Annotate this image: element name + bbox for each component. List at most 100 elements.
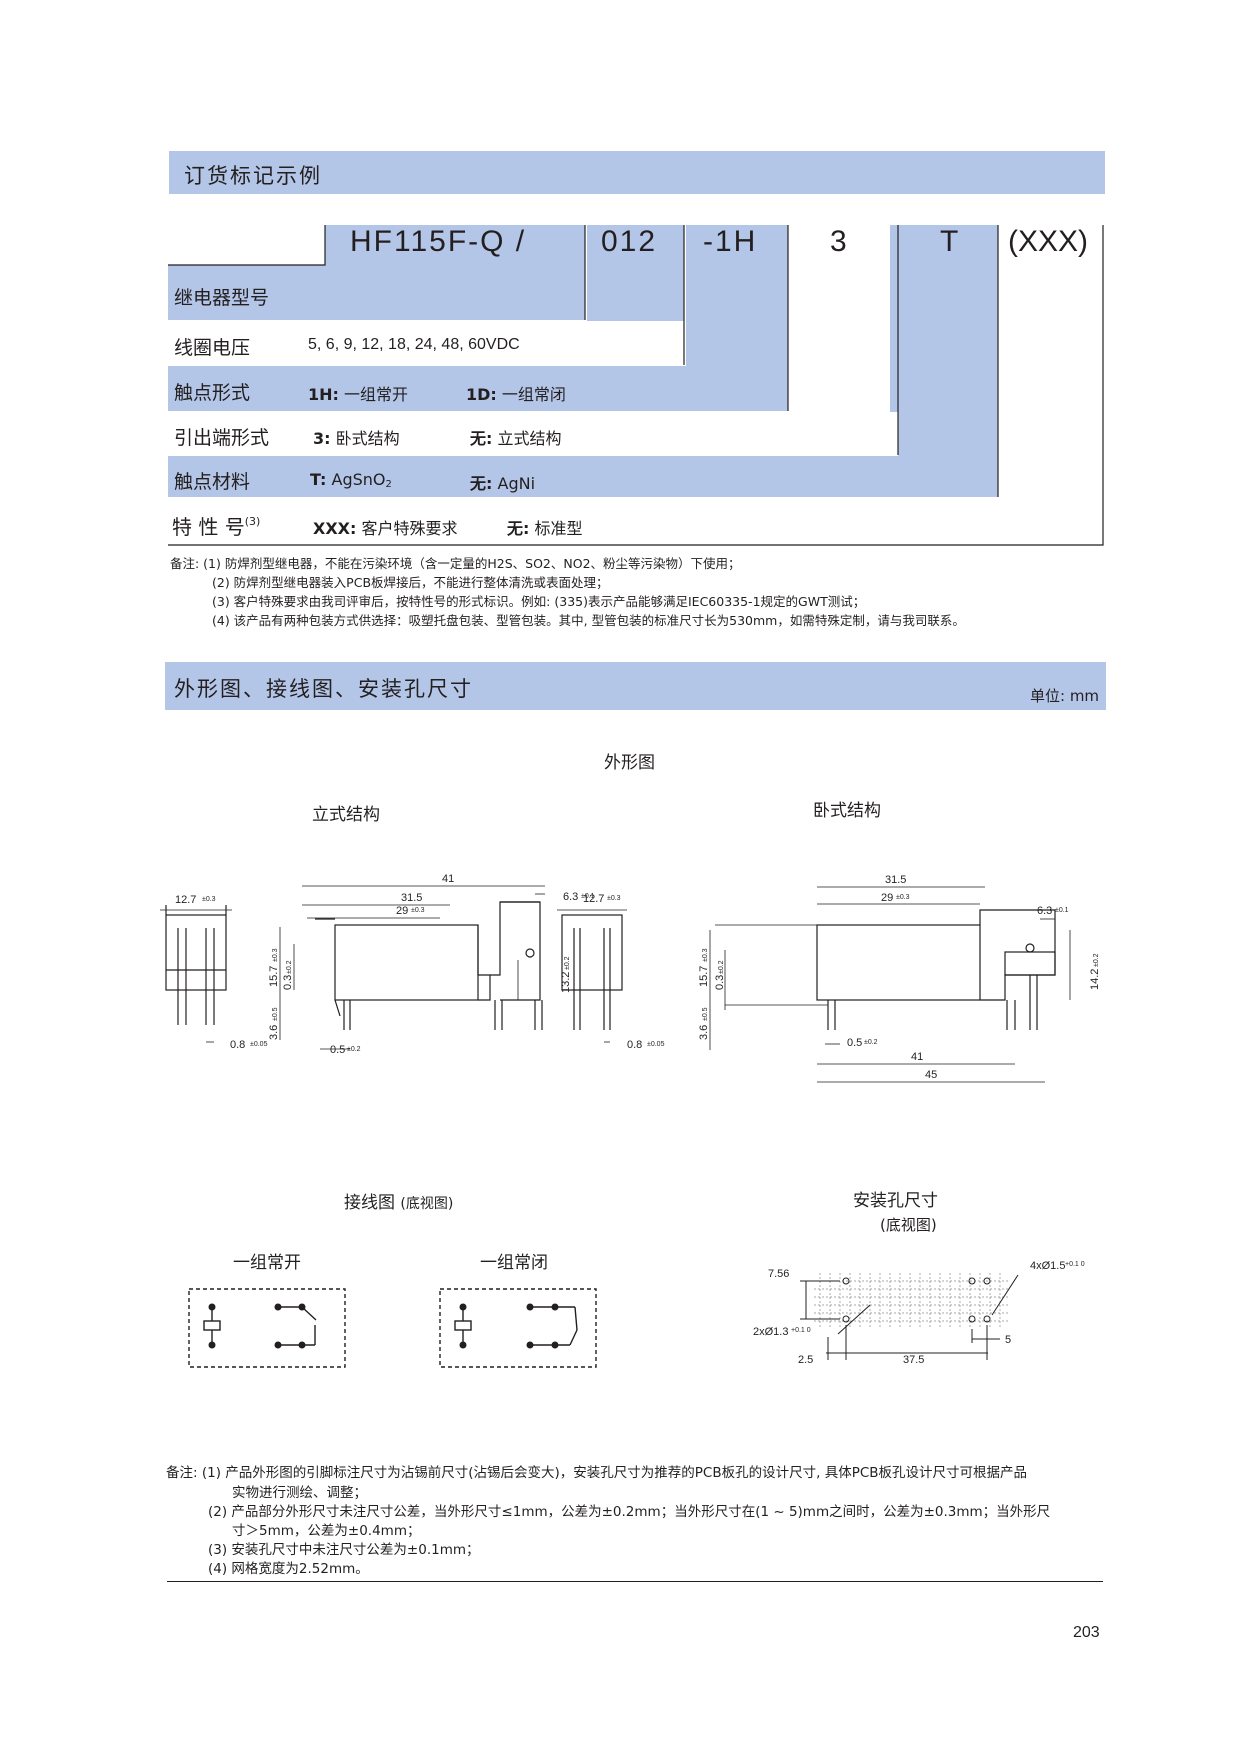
horizontal-title: 卧式结构 [813, 801, 881, 821]
h-pin-w-tol: ±0.2 [864, 1039, 878, 1046]
h-tab: 6.3 [1037, 905, 1052, 917]
h-h-body: 15.7 [698, 966, 710, 987]
h-tab-tol: ±0.1 [1055, 907, 1069, 914]
dim-note-3: (3) 安装孔尺寸中未注尺寸公差为±0.1mm； [208, 1542, 480, 1558]
v-tab: 6.3 [563, 891, 578, 903]
mount-small-holes: 2xØ1.3 [753, 1326, 788, 1338]
v-pin-len-tol: ±0.5 [272, 1007, 279, 1021]
horizontal-outline-drawing: 31.5 29 ±0.3 6.3 ±0.1 0.5 ±0.2 41 45 15.… [698, 874, 1101, 1083]
code-terminal: 3 [830, 225, 849, 258]
order-note-3: (3) 客户特殊要求由我司评审后，按特性号的形式标识。例如: (335)表示产品… [212, 594, 866, 609]
row-label-voltage: 线圈电压 [174, 337, 251, 359]
row-text-contact-a: 1H: 一组常开 [308, 385, 409, 404]
v-h-tab-tol: ±0.2 [564, 956, 571, 970]
row-text-material-b: 无: AgNi [470, 474, 536, 493]
h-len-body: 31.5 [885, 874, 906, 886]
wiring-diagrams [188, 1288, 597, 1368]
h-h-tab: 14.2 [1089, 969, 1101, 990]
dim-note-1b: 实物进行测绘、调整； [232, 1485, 367, 1501]
v-h-body: 15.7 [268, 966, 280, 987]
v-right-pin-tol: ±0.05 [647, 1041, 665, 1048]
material-block [890, 225, 998, 497]
h-len-b: 45 [925, 1069, 937, 1081]
code-contact: -1H [703, 225, 758, 258]
code-model: HF115F-Q / [350, 225, 527, 258]
mount-sub: (底视图) [880, 1216, 937, 1234]
mount-x-a: 2.5 [798, 1354, 813, 1366]
mount-pitch-y: 7.56 [768, 1268, 789, 1280]
dim-note-4: (4) 网格宽度为2.52mm。 [208, 1561, 369, 1577]
mount-holes: 4xØ1.5 [1030, 1260, 1065, 1272]
v-len-body: 31.5 [401, 892, 422, 904]
v-pin-len: 3.6 [268, 1025, 280, 1040]
v-h-tab: 13.2 [560, 972, 572, 993]
h-gap-tol: ±0.2 [718, 960, 725, 974]
h-pin-w: 0.5 [847, 1037, 862, 1049]
outline-title: 外形图 [604, 753, 655, 773]
code-special: (XXX) [1008, 225, 1089, 258]
row-text-material-a: T: AgSnO2 [310, 470, 392, 490]
row-text-voltage: 5, 6, 9, 12, 18, 24, 48, 60VDC [308, 336, 520, 353]
order-note-2: (2) 防焊剂型继电器装入PCB板焊接后，不能进行整体清洗或表面处理； [212, 575, 609, 590]
row-contact-band [168, 366, 788, 411]
v-pin-side: 0.8 [230, 1039, 245, 1051]
v-right-pin: 0.8 [627, 1039, 642, 1051]
h-h-tab-tol: ±0.2 [1093, 953, 1100, 967]
dimensions-title: 外形图、接线图、安装孔尺寸 [174, 677, 473, 701]
v-pin-w-tol: ±0.2 [347, 1046, 361, 1053]
v-right-width: 12.7 [583, 893, 604, 905]
wiring-title: 接线图 (底视图) [344, 1193, 454, 1213]
order-note-1: 备注: (1) 防焊剂型继电器，不能在污染环境（含一定量的H2S、SO2、NO2… [170, 556, 741, 571]
v-len-inner-tol: ±0.3 [411, 907, 425, 914]
v-side-width: 12.7 [175, 894, 196, 906]
v-gap: 0.3 [282, 975, 294, 990]
code-voltage: 012 [601, 225, 658, 258]
vertical-title: 立式结构 [312, 805, 380, 825]
row-text-special-a: XXX: 客户特殊要求 [313, 519, 458, 538]
page-number: 203 [1073, 1624, 1100, 1641]
v-gap-tol: ±0.2 [286, 960, 293, 974]
row-material-band [168, 456, 998, 497]
model-code-block [325, 225, 585, 320]
v-pin-w: 0.5 [330, 1044, 345, 1056]
h-pin-len-tol: ±0.5 [702, 1007, 709, 1021]
unit-label: 单位: mm [1030, 687, 1100, 705]
h-len-a: 41 [911, 1051, 923, 1063]
mount-holes-tol: +0.1 0 [1065, 1261, 1085, 1268]
ordering-title: 订货标记示例 [184, 164, 322, 188]
mount-hole-drawing: 7.56 4xØ1.5 +0.1 0 2xØ1.3 +0.1 0 2.5 37.… [753, 1260, 1085, 1366]
dimensions-header-band [165, 662, 1106, 710]
code-material: T [940, 225, 961, 258]
vertical-outline-drawing: 12.7 ±0.3 0.8 ±0.05 41 31.5 29 ±0.3 6.3 … [160, 873, 665, 1056]
v-len-total: 41 [442, 873, 454, 885]
h-gap: 0.3 [714, 975, 726, 990]
row-text-terminal-a: 3: 卧式结构 [313, 429, 400, 448]
h-len-inner-tol: ±0.3 [896, 894, 910, 901]
mount-x-c: 5 [1005, 1334, 1011, 1346]
h-pin-len: 3.6 [698, 1025, 710, 1040]
dim-note-2b: 寸＞5mm，公差为±0.4mm； [232, 1523, 421, 1539]
h-h-body-tol: ±0.3 [702, 948, 709, 962]
row-label-model: 继电器型号 [174, 287, 270, 309]
mount-small-tol: +0.1 0 [791, 1327, 811, 1334]
bottom-rule [167, 1581, 1103, 1582]
row-label-terminal: 引出端形式 [174, 427, 270, 449]
row-label-special: 特 性 号(3) [172, 515, 261, 539]
ordering-lines [168, 225, 1104, 546]
v-right-width-tol: ±0.3 [607, 895, 621, 902]
mount-title: 安装孔尺寸 [853, 1191, 938, 1211]
dim-note-2: (2) 产品部分外形尺寸未注尺寸公差，当外形尺寸≤1mm，公差为±0.2mm；当… [208, 1504, 1051, 1520]
h-len-inner: 29 [881, 892, 893, 904]
row-text-special-b: 无: 标准型 [507, 519, 583, 538]
v-pin-side-tol: ±0.05 [250, 1041, 268, 1048]
v-len-inner: 29 [396, 905, 408, 917]
ordering-header-band [169, 151, 1105, 194]
row-label-material: 触点材料 [174, 471, 251, 493]
mount-x-b: 37.5 [903, 1354, 924, 1366]
v-side-width-tol: ±0.3 [202, 896, 216, 903]
row-label-contact: 触点形式 [174, 382, 251, 404]
order-note-4: (4) 该产品有两种包装方式供选择：吸塑托盘包装、型管包装。其中, 型管包装的标… [212, 613, 965, 628]
wiring-nc-label: 一组常闭 [480, 1253, 548, 1273]
v-h-body-tol: ±0.3 [272, 948, 279, 962]
dim-note-1: 备注: (1) 产品外形图的引脚标注尺寸为沾锡前尺寸(沾锡后会变大)，安装孔尺寸… [166, 1465, 1028, 1481]
